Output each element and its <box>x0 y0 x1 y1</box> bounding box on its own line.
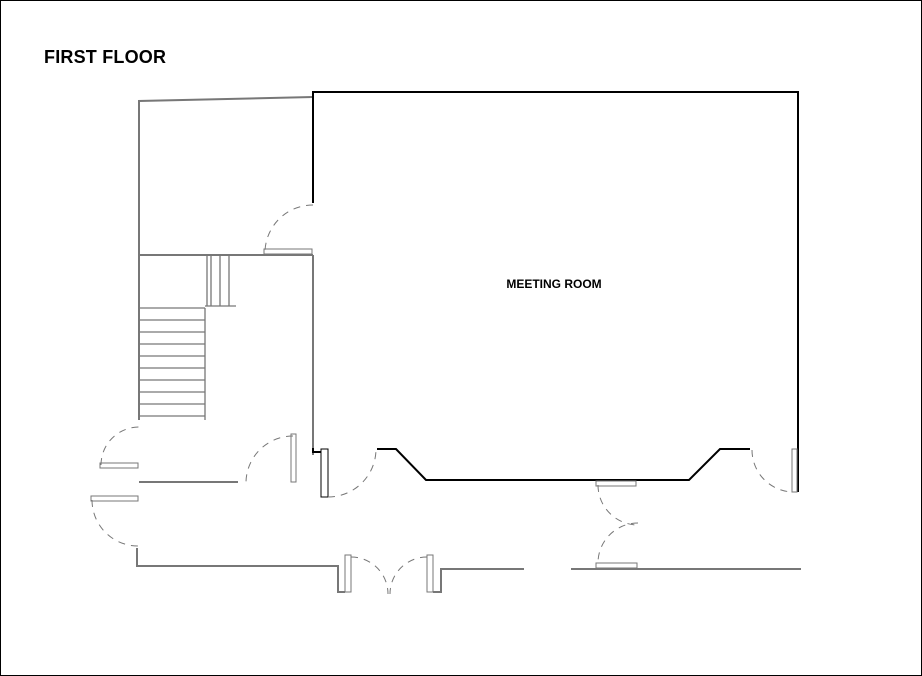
meeting-room-walls <box>312 91 799 492</box>
door-meeting-room-southeast <box>751 448 798 493</box>
door-main-entrance <box>344 554 434 595</box>
door-hall-to-meeting-room <box>263 204 314 255</box>
page-title: FIRST FLOOR <box>44 47 167 67</box>
door-hall-south <box>245 433 297 483</box>
corridor-walls <box>136 548 801 593</box>
door-meeting-room-southwest <box>320 448 377 498</box>
door-west-entry <box>90 426 140 547</box>
room-label-meeting-room: MEETING ROOM <box>506 277 601 291</box>
door-corridor-double <box>595 480 639 569</box>
entry-hall-walls <box>138 96 314 483</box>
staircase <box>139 255 236 420</box>
